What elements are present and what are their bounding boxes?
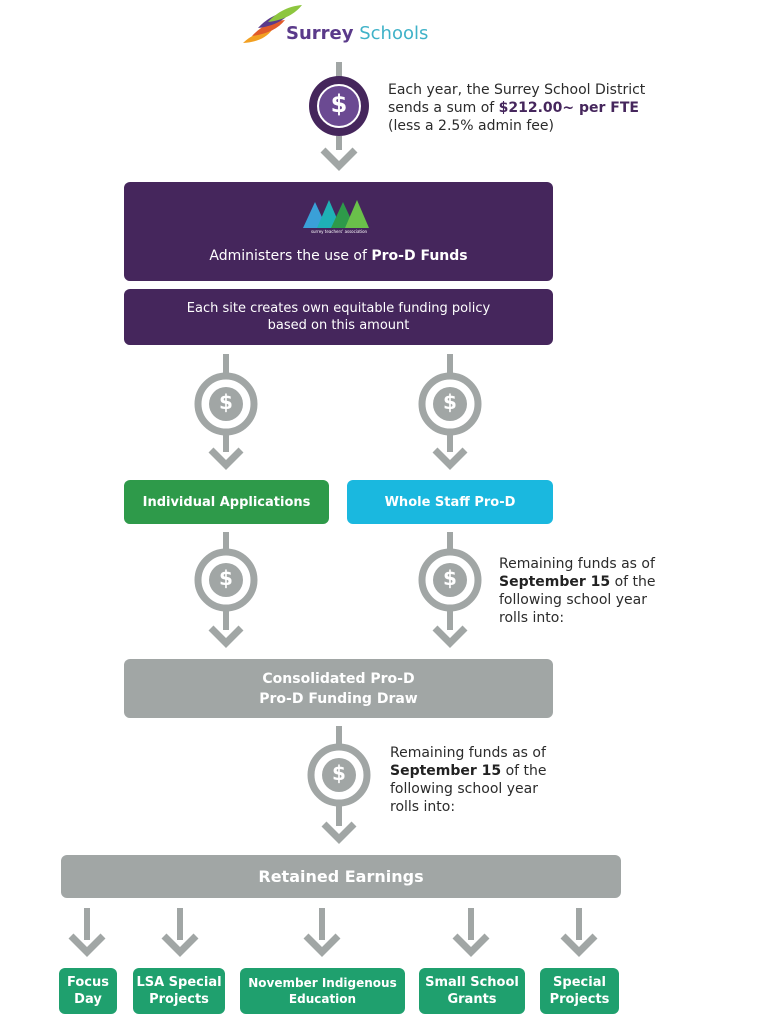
retained-earnings-box: Retained Earnings [61,855,621,898]
fte-amount: $212.00~ per FTE [498,100,639,116]
individual-applications-box: Individual Applications [124,480,329,524]
intro-line-2: sends a sum of $212.00~ per FTE [388,99,708,117]
remaining-line-2: September 15 of the [390,762,590,780]
sta-logo-caption: surrey teachers' association [310,229,367,234]
arrow-down-icon [432,447,468,470]
policy-line-1: Each site creates own equitable funding … [186,301,491,316]
remaining-line-3: following school year [390,781,538,797]
intro-line-2-prefix: sends a sum of [388,100,499,116]
remaining-line-1: Remaining funds as of [390,745,546,761]
september-date: September 15 [499,574,611,590]
surrey-schools-logo-icon [243,5,302,43]
logo-word-surrey: Surrey [286,23,354,44]
arrow-down-icon [161,933,199,957]
outcome-lsa-special-projects: LSA Special Projects [133,968,225,1014]
logo-word-schools: Schools [359,23,429,44]
arrow-down-icon [560,933,598,957]
dollar-symbol: $ [330,90,348,118]
outcome-line-1: Focus [67,975,109,990]
sta-admin-text: Administers the use of Pro-D Funds [209,248,467,264]
outcome-line-1: LSA Special [136,975,222,990]
outcome-line-2: Grants [447,992,497,1007]
surrey-schools-logo: Surrey Schools [286,23,428,44]
admin-prefix: Administers the use of [209,248,372,264]
dollar-symbol: $ [219,390,233,414]
dollar-coin-icon [317,84,361,128]
outcome-special-projects: Special Projects [540,968,619,1014]
dollar-symbol: $ [332,761,346,785]
dollar-coin-icon [209,563,243,597]
remaining-line-2-rest: of the [501,763,547,779]
arrow-down-icon [303,933,341,957]
consolidated-line-2: Pro-D Funding Draw [259,690,418,707]
arrow-down-icon [321,821,357,844]
remaining-line-2-rest: of the [610,574,656,590]
arrow-down-icon [208,447,244,470]
outcome-line-2: Projects [549,992,610,1007]
intro-note: Each year, the Surrey School District se… [388,81,708,135]
outcome-november-indigenous-education: November Indigenous Education [240,968,405,1014]
arrow-down-icon [320,147,358,171]
remaining-line-2: September 15 of the [499,573,699,591]
dollar-coin-icon [433,563,467,597]
dollar-coin-icon [433,387,467,421]
outcome-small-school-grants: Small School Grants [419,968,525,1014]
outcome-line-1: November Indigenous [248,976,397,990]
policy-box: Each site creates own equitable funding … [124,289,553,345]
outcome-line-2: Education [288,992,357,1006]
outcome-arrows [68,908,598,957]
pro-d-funds-label: Pro-D Funds [371,248,468,264]
dollar-symbol: $ [443,566,457,590]
remaining-line-4: rolls into: [499,610,565,626]
outcome-line-2: Day [74,992,102,1007]
outcome-line-1: Special [553,975,606,990]
policy-line-2: based on this amount [267,318,410,333]
arrow-down-icon [452,933,490,957]
dollar-symbol: $ [219,566,233,590]
remaining-note-right: Remaining funds as of September 15 of th… [499,555,699,627]
remaining-note-center: Remaining funds as of September 15 of th… [390,744,590,816]
remaining-line-1: Remaining funds as of [499,556,655,572]
arrow-down-icon [208,625,244,648]
arrow-down-icon [68,933,106,957]
consolidated-pro-d-box: Consolidated Pro-D Pro-D Funding Draw [124,659,553,718]
dollar-coin-icon [209,387,243,421]
dollar-coin-icon [322,758,356,792]
sta-admin-box: surrey teachers' association Administers… [124,182,553,281]
intro-line-3: (less a 2.5% admin fee) [388,118,554,134]
outcome-line-2: Projects [149,992,209,1007]
dollar-symbol: $ [443,390,457,414]
arrow-down-icon [432,625,468,648]
remaining-line-4: rolls into: [390,799,456,815]
intro-line-1: Each year, the Surrey School District [388,82,646,98]
sta-logo-icon: surrey teachers' association [302,200,369,234]
remaining-line-3: following school year [499,592,647,608]
consolidated-line-1: Consolidated Pro-D [262,670,415,687]
whole-staff-pro-d-box: Whole Staff Pro-D [347,480,553,524]
outcome-focus-day: Focus Day [59,968,117,1014]
outcome-line-1: Small School [425,975,519,990]
september-date: September 15 [390,763,502,779]
